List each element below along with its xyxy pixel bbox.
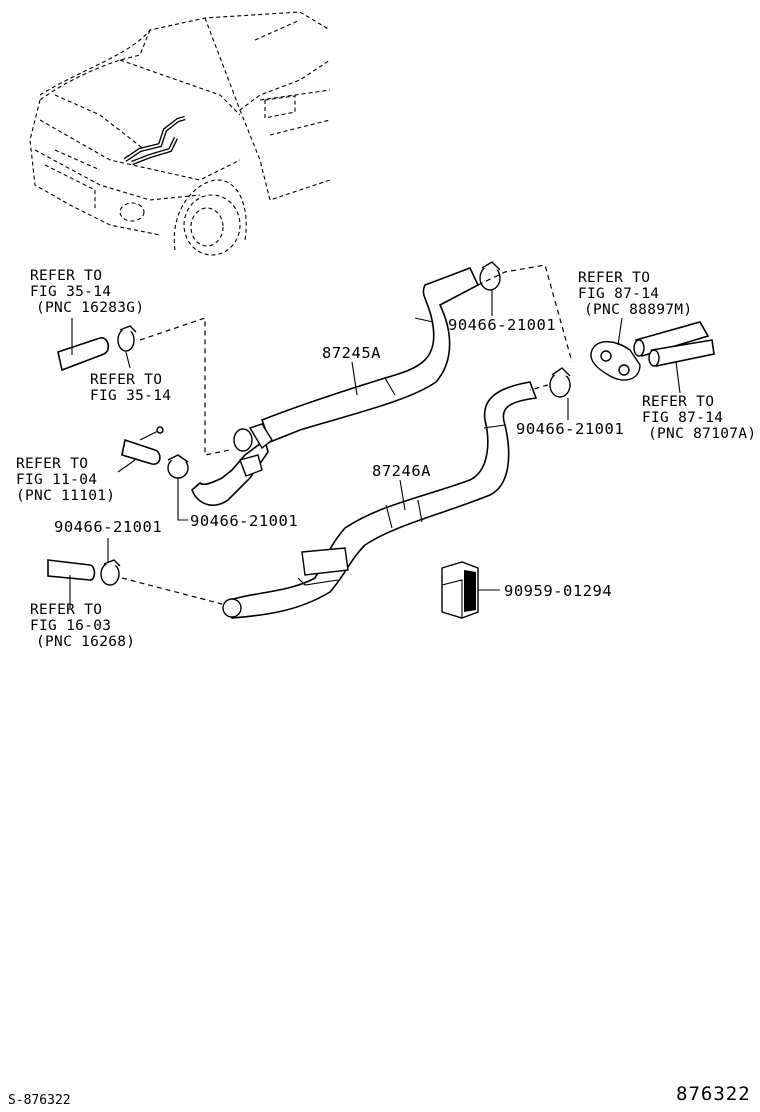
- svg-text:REFER TO: REFER TO: [30, 268, 102, 284]
- svg-text:REFER TO: REFER TO: [30, 602, 102, 618]
- part-label-grommet: 90959-01294: [504, 582, 612, 600]
- svg-text:FIG 35-14: FIG 35-14: [90, 388, 171, 404]
- heater-pipes-87107a: [633, 321, 715, 367]
- ref-label-fig-87-14-pnc-88897m: REFER TO FIG 87-14 (PNC 88897M): [578, 270, 692, 318]
- clamp-center: [167, 454, 189, 479]
- svg-text:(PNC 87107A): (PNC 87107A): [648, 426, 756, 442]
- ref-label-fig-11-04-pnc-11101: REFER TO FIG 11-04 (PNC 11101): [16, 456, 115, 504]
- svg-text:(PNC 16268): (PNC 16268): [36, 634, 135, 650]
- clip-90959-01294: [441, 561, 479, 619]
- part-label-clamp-right: 90466-21001: [516, 420, 624, 438]
- part-label-87246a: 87246A: [372, 462, 431, 480]
- svg-text:(PNC 88897M): (PNC 88897M): [584, 302, 692, 318]
- svg-text:FIG 16-03: FIG 16-03: [30, 618, 111, 634]
- part-label-clamp-top: 90466-21001: [448, 316, 556, 334]
- leader-lines: [69, 290, 681, 608]
- part-label-87245a: 87245A: [322, 344, 381, 362]
- left-pipe-stub-35-14: [57, 337, 110, 372]
- svg-text:FIG 11-04: FIG 11-04: [16, 472, 97, 488]
- vehicle-overview-illustration: [29, 11, 331, 256]
- svg-text:REFER TO: REFER TO: [642, 394, 714, 410]
- clamp-left-upper: [117, 325, 137, 352]
- ref-label-fig-35-14: REFER TO FIG 35-14: [90, 372, 171, 404]
- engine-pipe-11-04: [121, 426, 164, 465]
- svg-text:(PNC 11101): (PNC 11101): [16, 488, 115, 504]
- ref-label-fig-16-03-pnc-16268: REFER TO FIG 16-03 (PNC 16268): [30, 602, 135, 650]
- clamp-top: [479, 261, 501, 291]
- part-label-clamp-left: 90466-21001: [54, 518, 162, 536]
- grommet-88897m: [590, 341, 641, 381]
- ref-label-fig-35-14-pnc-16283g: REFER TO FIG 35-14 (PNC 16283G): [30, 268, 144, 316]
- svg-text:REFER TO: REFER TO: [578, 270, 650, 286]
- sheet-code: S-876322: [8, 1093, 71, 1108]
- clamp-left-lower: [100, 559, 121, 586]
- hose-87246a: [222, 381, 538, 619]
- hose-87245a: [191, 266, 480, 506]
- part-label-clamp-center: 90466-21001: [190, 512, 298, 530]
- left-pipe-stub-16-03: [47, 559, 96, 581]
- connection-lines: [121, 264, 573, 605]
- figure-number: 876322: [676, 1083, 751, 1105]
- svg-text:FIG 87-14: FIG 87-14: [642, 410, 723, 426]
- svg-text:FIG 35-14: FIG 35-14: [30, 284, 111, 300]
- svg-text:REFER TO: REFER TO: [90, 372, 162, 388]
- svg-text:(PNC 16283G): (PNC 16283G): [36, 300, 144, 316]
- svg-text:REFER TO: REFER TO: [16, 456, 88, 472]
- ref-label-fig-87-14-pnc-87107a: REFER TO FIG 87-14 (PNC 87107A): [642, 394, 756, 442]
- clamp-right: [549, 367, 571, 398]
- svg-text:FIG 87-14: FIG 87-14: [578, 286, 659, 302]
